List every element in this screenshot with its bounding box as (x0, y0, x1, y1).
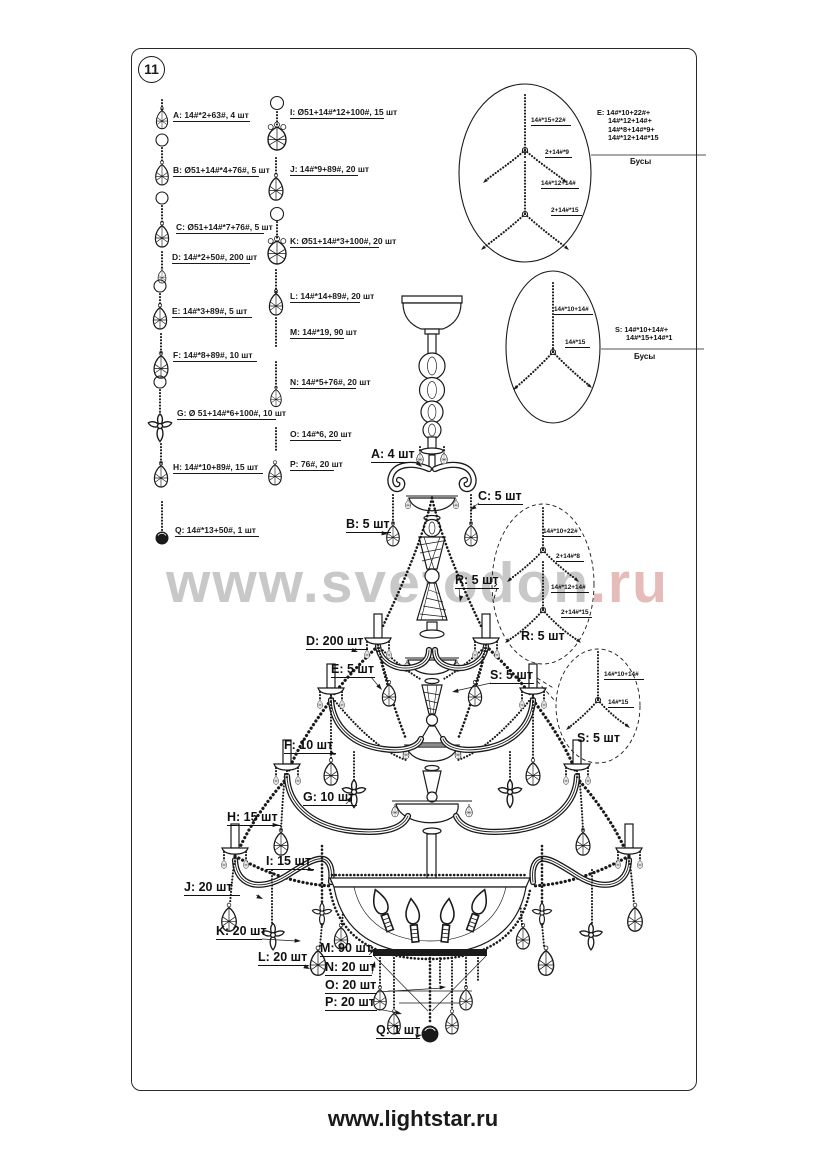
detail-oval-r (491, 503, 595, 665)
legend-item-o: O: 14#*6, 20 шт (290, 429, 352, 441)
callout-m: M: 90 шт (320, 941, 372, 957)
callout-d: D: 200 шт (306, 634, 368, 650)
legend-item-d: D: 14#*2+50#, 200 шт (172, 252, 258, 264)
detail-e-line4: 14#*12+14#*15 (608, 133, 659, 143)
detail-e-line2: 14#*12+14#+ (608, 116, 652, 126)
legend-item-g: G: Ø 51+14#*6+100#, 10 шт (177, 408, 287, 420)
legend-item-l: L: 14#*14+89#, 20 шт (290, 291, 375, 303)
detail-r-inner-2: 2+14#*8 (556, 553, 584, 562)
legend-icons-right (267, 95, 287, 486)
legend-item-c: C: Ø51+14#*7+76#, 5 шт (176, 222, 273, 234)
detail-e-inner-4: 2+14#*15 (551, 207, 582, 216)
detail-s-top-inner-1: 14#*10+14# (554, 306, 593, 315)
detail-oval-e (458, 83, 706, 263)
legend-item-a: A: 14#*2+63#, 4 шт (173, 110, 250, 122)
page-number-badge: 11 (138, 56, 165, 83)
legend-item-m: M: 14#*19, 90 шт (290, 327, 358, 339)
detail-r-inner-3: 14#*12+14# (551, 584, 589, 593)
legend-item-h: H: 14#*10+89#, 15 шт (173, 461, 263, 474)
detail-e-line1: E: 14#*10+22#+ (597, 108, 651, 117)
page-number: 11 (144, 61, 159, 77)
callout-n: N: 20 шт (325, 960, 376, 976)
detail-s-inner-2: 14#*15 (608, 699, 634, 708)
detail-e-caption: Бусы (630, 157, 652, 166)
legend-item-j: J: 14#*9+89#, 20 шт (290, 164, 370, 176)
legend-item-k: K: Ø51+14#*3+100#, 20 шт (290, 236, 397, 248)
chandelier-column (391, 495, 473, 881)
callout-a: A: 4 шт (371, 447, 416, 463)
callout-e: E: 5 шт (331, 662, 375, 678)
chandelier-canopy (401, 295, 463, 357)
chandelier-bowl (328, 873, 532, 961)
detail-r-inner-1: 14#*10+22# (543, 528, 581, 537)
callout-f: F: 10 шт (284, 738, 336, 754)
callout-r: R: 5 шт (455, 573, 499, 589)
legend-item-n: N: 14#*5+76#, 20 шт (290, 377, 371, 389)
legend-item-q: Q: 14#*13+50#, 1 шт (175, 524, 259, 537)
detail-r-inner-4: 2+14#*15 (561, 609, 592, 618)
watermark: www.svetodon.ru (166, 550, 669, 616)
callout-g: G: 10 шт (303, 790, 357, 806)
chandelier-stem-beads (418, 352, 446, 470)
detail-e-line3: 14#*8+14#*9+ (608, 124, 655, 134)
watermark-suffix: .ru (590, 551, 669, 615)
detail-s-legend: S: 14#*10+14#+ 14#*15+14#*1 (615, 325, 673, 343)
legend-item-i: I: Ø51+14#*12+100#, 15 шт (290, 107, 398, 119)
detail-r-label: R: 5 шт (521, 629, 565, 643)
callout-h: H: 15 шт (227, 810, 281, 826)
detail-e-legend: E: 14#*10+22#+ 14#*12+14#+ 14#*8+14#*9+ … (597, 108, 659, 143)
detail-e-inner-2: 2+14#*9 (545, 149, 572, 158)
callout-l: L: 20 шт (258, 950, 308, 966)
legend-item-p: P: 76#, 20 шт (290, 459, 343, 471)
callout-k: K: 20 шт (216, 924, 267, 940)
detail-s-caption: Бусы (634, 352, 656, 361)
detail-s-inner-1: 14#*10+14# (604, 671, 644, 680)
legend-item-b: B: Ø51+14#*4+76#, 5 шт (173, 165, 270, 177)
detail-e-inner-3: 14#*12+14# (541, 180, 579, 189)
detail-s-label: S: 5 шт (577, 731, 620, 745)
detail-e-inner-1: 14#*15+22# (531, 117, 571, 126)
footer-url: www.lightstar.ru (327, 1106, 499, 1131)
callout-j: J: 20 шт (184, 880, 240, 896)
callout-p: P: 20 шт (325, 995, 377, 1011)
callout-b: B: 5 шт (346, 517, 391, 533)
callout-i: I: 15 шт (266, 854, 314, 870)
legend-item-e: E: 14#*3+89#, 5 шт (172, 305, 252, 318)
callout-q: Q: 1 шт (376, 1023, 421, 1039)
watermark-main: www.svetodon (166, 551, 591, 615)
detail-oval-s-top (505, 270, 704, 424)
detail-s-line2: 14#*15+14#*1 (626, 333, 673, 343)
callout-arrows (255, 460, 557, 1039)
callout-o: O: 20 шт (325, 978, 377, 994)
detail-s-line1: S: 14#*10+14#+ (615, 325, 669, 334)
detail-oval-s (555, 648, 641, 764)
chandelier-bottom (373, 949, 487, 1043)
legend-icons-left (148, 98, 173, 545)
callout-s: S: 5 шт (490, 668, 534, 684)
page-border (131, 48, 697, 1091)
callout-c: C: 5 шт (478, 489, 523, 505)
detail-s-top-inner-2: 14#*15 (565, 339, 590, 348)
legend-item-f: F: 14#*8+89#, 10 шт (173, 349, 257, 362)
